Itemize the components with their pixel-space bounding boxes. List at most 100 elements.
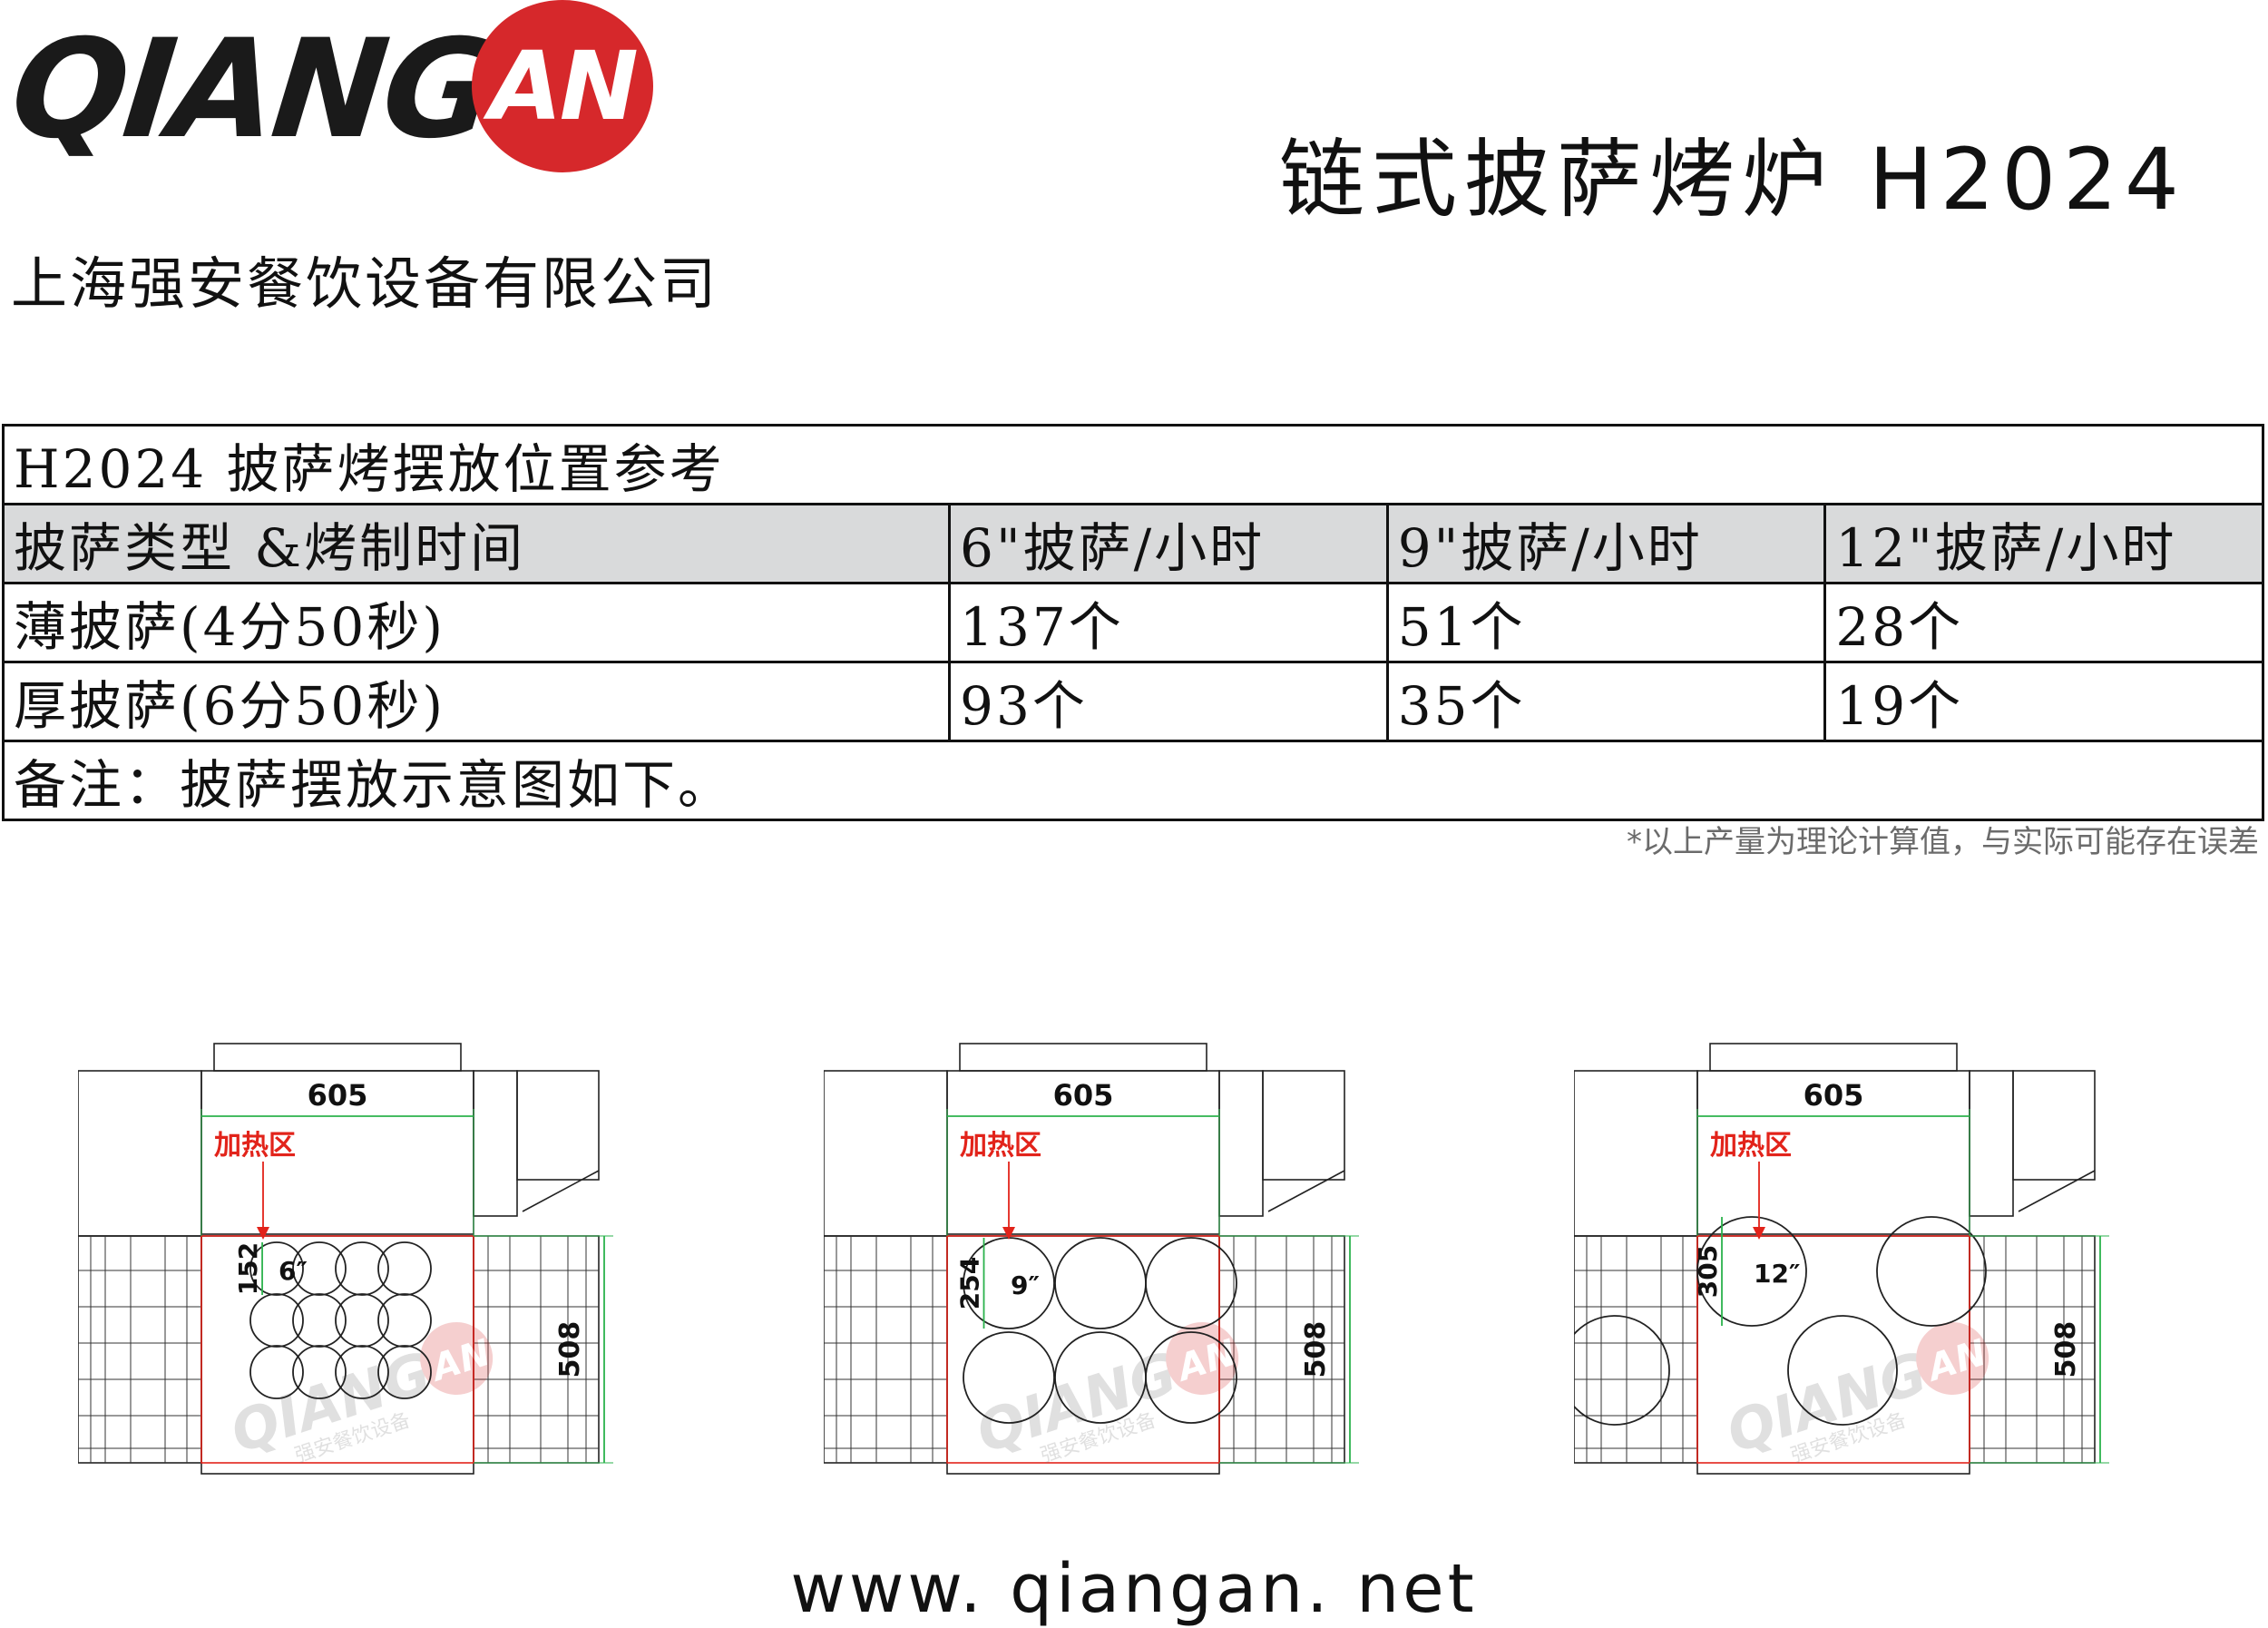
pizza-circle	[1145, 1237, 1237, 1329]
width-label: 605	[1804, 1078, 1864, 1113]
pizza-circle	[377, 1241, 432, 1296]
control-box	[1262, 1070, 1345, 1181]
pizza-circle	[1876, 1216, 1987, 1327]
table-header-row: 披萨类型 &烤制时间 6"披萨/小时 9"披萨/小时 12"披萨/小时	[1, 503, 2264, 584]
pizza-circle	[292, 1293, 347, 1348]
pizza-circle	[292, 1241, 347, 1296]
heating-zone-outline	[1696, 1235, 1970, 1464]
pizza-circle	[1145, 1331, 1237, 1424]
table-cell: 19个	[1823, 661, 2264, 742]
pizza-group	[249, 1241, 432, 1399]
watermark-badge	[1166, 1321, 1239, 1395]
table-row: 薄披萨(4分50秒) 137个 51个 28个	[1, 582, 2264, 663]
heating-zone-arrow-head	[1002, 1227, 1015, 1240]
heating-zone-arrow-head	[257, 1227, 269, 1240]
conveyor-rails	[824, 1236, 1344, 1463]
top-vent	[213, 1043, 462, 1072]
left-side-panel	[78, 1070, 202, 1237]
control-box	[2012, 1070, 2096, 1181]
pizza-circle	[377, 1345, 432, 1399]
heating-zone-outline	[946, 1235, 1220, 1464]
diameter-label: 152	[233, 1242, 263, 1295]
footnote: *以上产量为理论计算值，与实际可能存在误差	[1627, 824, 2259, 860]
column-header-9in: 9"披萨/小时	[1385, 503, 1827, 584]
pizza-circle	[963, 1331, 1055, 1424]
depth-label: 508	[2050, 1321, 2082, 1378]
pizza-group	[1574, 1216, 1987, 1426]
heating-zone-label: 加热区	[1710, 1130, 1792, 1162]
heating-zone-outline	[200, 1235, 474, 1464]
table-caption-row: H2024 披萨烤摆放位置参考	[2, 424, 2264, 505]
table-note: 备注：披萨摆放示意图如下。	[2, 740, 2264, 821]
table-row: 厚披萨(6分50秒) 93个 35个 19个	[1, 661, 2264, 742]
capacity-table: H2024 披萨烤摆放位置参考 披萨类型 &烤制时间 6"披萨/小时 9"披萨/…	[1, 424, 2264, 821]
left-side-panel	[1574, 1070, 1698, 1237]
logo-wordmark: QIANG	[4, 11, 501, 169]
product-title: 链式披萨烤炉 H2024	[1279, 131, 2186, 230]
table-cell: 137个	[948, 582, 1389, 663]
watermark-badge	[420, 1321, 494, 1395]
table-note-row: 备注：披萨摆放示意图如下。	[2, 740, 2264, 821]
pizza-circle	[249, 1241, 304, 1296]
table-cell: 28个	[1823, 582, 2264, 663]
pizza-circle	[249, 1293, 304, 1348]
pizza-circle	[292, 1345, 347, 1399]
diameter-label: 305	[1693, 1245, 1723, 1298]
pizza-circle	[335, 1241, 389, 1296]
table-cell: 薄披萨(4分50秒)	[1, 582, 952, 663]
control-box-slope	[522, 1170, 600, 1212]
pizza-circle	[249, 1345, 304, 1399]
pizza-size-label: 12″	[1754, 1259, 1800, 1289]
conveyor-rails	[1574, 1236, 2095, 1463]
pizza-circle	[1787, 1315, 1898, 1426]
logo-badge-text: AN	[489, 31, 639, 142]
right-side-panel-inner	[473, 1070, 518, 1217]
column-header-type: 披萨类型 &烤制时间	[1, 503, 952, 584]
column-header-6in: 6"披萨/小时	[948, 503, 1389, 584]
company-name: 上海强安餐饮设备有限公司	[11, 250, 719, 317]
pizza-group	[963, 1237, 1237, 1424]
depth-label: 508	[554, 1321, 586, 1378]
right-side-panel-inner	[1969, 1070, 2014, 1217]
pizza-circle	[1054, 1237, 1147, 1329]
pizza-circle	[335, 1345, 389, 1399]
pizza-size-label: 9″	[1011, 1270, 1040, 1300]
website-url: www. qiangan. net	[790, 1550, 1478, 1628]
table-cell: 厚披萨(6分50秒)	[1, 661, 952, 742]
control-box-slope	[1267, 1170, 1345, 1212]
width-label: 605	[1053, 1078, 1114, 1113]
control-box	[516, 1070, 600, 1181]
watermark-badge	[1916, 1321, 1989, 1395]
table-cell: 93个	[948, 661, 1389, 742]
top-vent	[959, 1043, 1207, 1072]
heating-zone-label: 加热区	[960, 1130, 1041, 1162]
column-header-12in: 12"披萨/小时	[1823, 503, 2264, 584]
pizza-circle	[377, 1293, 432, 1348]
diameter-label: 254	[955, 1257, 985, 1309]
heating-zone-arrow-head	[1753, 1227, 1765, 1240]
left-side-panel	[824, 1070, 948, 1237]
width-label: 605	[308, 1078, 368, 1113]
heating-zone-label: 加热区	[214, 1130, 296, 1162]
right-side-panel-inner	[1218, 1070, 1264, 1217]
pizza-size-label: 6″	[279, 1256, 308, 1286]
conveyor-rails	[78, 1236, 599, 1463]
logo-badge: AN	[472, 0, 653, 172]
depth-label: 508	[1300, 1321, 1332, 1378]
pizza-circle	[1574, 1315, 1670, 1426]
pizza-circle	[1696, 1216, 1807, 1327]
table-caption: H2024 披萨烤摆放位置参考	[2, 424, 2264, 505]
table-cell: 35个	[1385, 661, 1827, 742]
pizza-circle	[335, 1293, 389, 1348]
top-vent	[1709, 1043, 1958, 1072]
control-box-slope	[2018, 1170, 2096, 1212]
table-cell: 51个	[1385, 582, 1827, 663]
